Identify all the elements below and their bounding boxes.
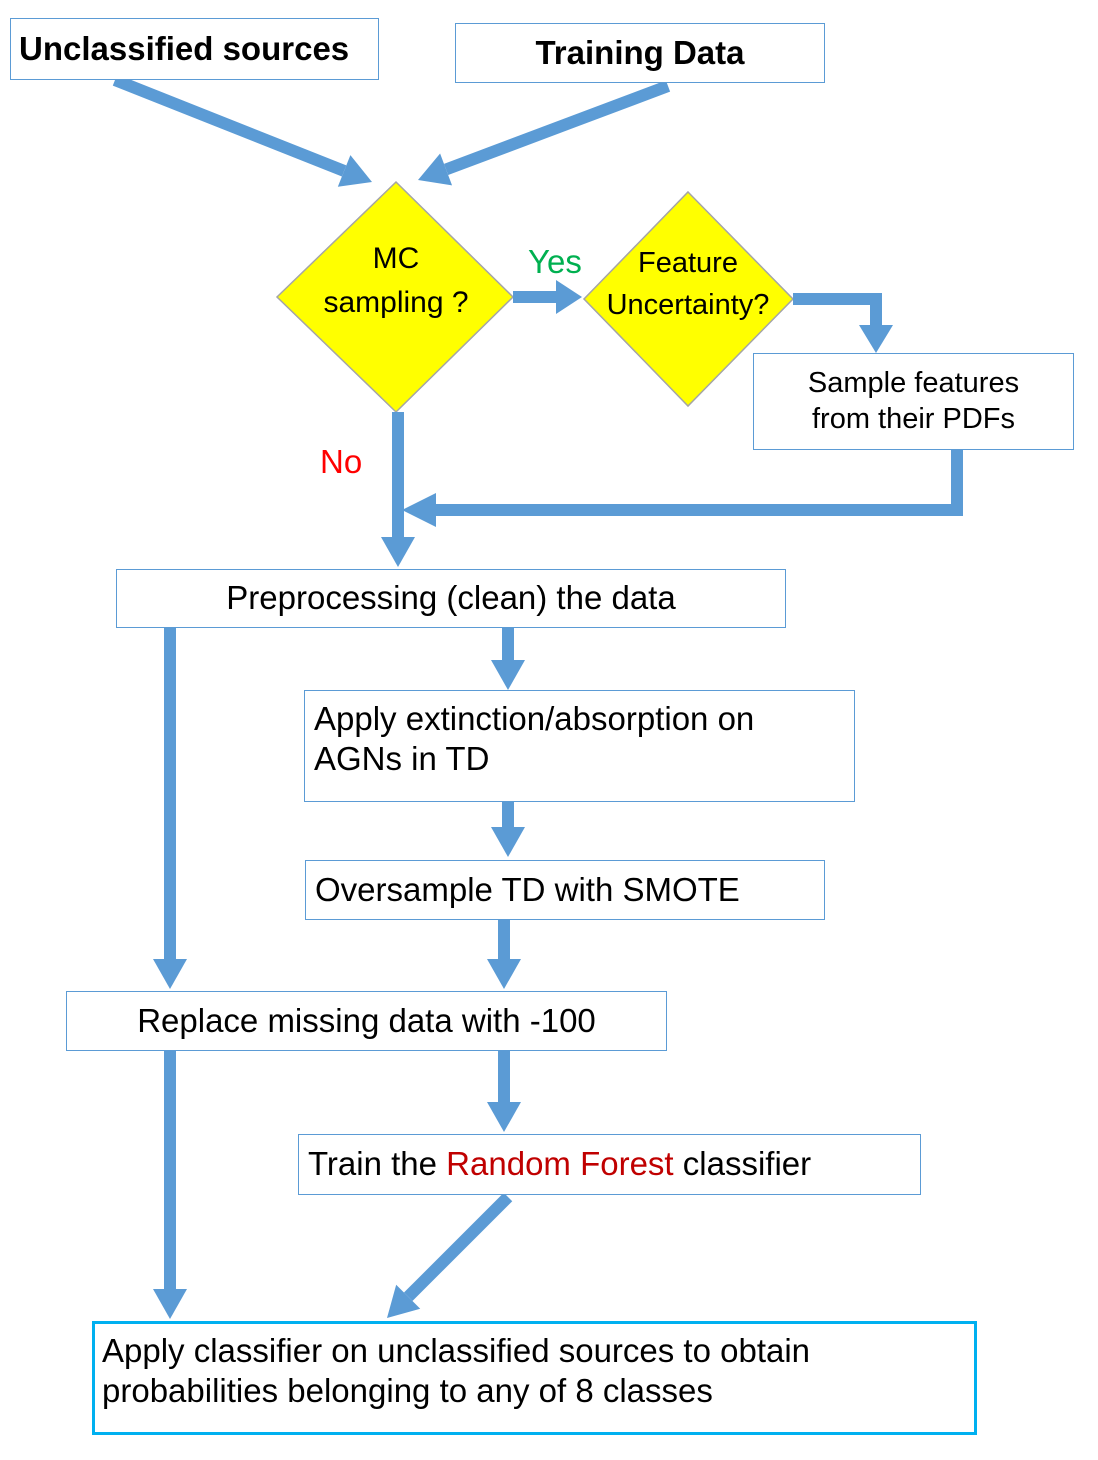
apply-classifier-line-2: probabilities belonging to any of 8 clas… [102,1372,713,1410]
replace-missing-label: Replace missing data with -100 [137,1001,596,1039]
arrow-unclassified-to-mc-head [337,155,372,187]
random-forest-highlight: Random Forest [446,1145,674,1183]
mc-sampling-text: MC sampling ? [296,237,496,324]
oversample-label: Oversample TD with SMOTE [315,870,740,908]
extinction-box: Apply extinction/absorption on AGNs in T… [304,690,855,802]
arrow-preprocess-to-replace-head [153,959,187,989]
arrow-train-to-apply-shaft [403,1192,513,1302]
arrow-yes-head [556,280,582,314]
feature-uncertainty-line-1: Feature [638,247,738,279]
preprocessing-box: Preprocessing (clean) the data [116,569,786,628]
arrow-feature-to-sample-shaft [793,293,882,325]
unclassified-sources-label: Unclassified sources [19,29,350,67]
arrow-unclassified-to-mc-shaft [112,74,347,177]
mc-sampling-line-2: sampling ? [323,285,469,319]
training-data-box: Training Data [455,23,825,83]
arrow-extinction-to-oversample-head [491,827,525,857]
yes-label: Yes [528,243,582,280]
arrow-train-to-apply-head [387,1284,421,1318]
arrow-preprocess-to-extinction-head [491,660,525,690]
apply-classifier-line-1: Apply classifier on unclassified sources… [102,1332,811,1369]
sample-features-box: Sample features from their PDFs [753,353,1074,450]
train-random-forest-box: Train the Random Forest classifier [298,1134,921,1195]
arrow-replace-to-train-head [487,1102,521,1132]
oversample-box: Oversample TD with SMOTE [305,860,825,920]
arrow-group [112,74,963,1319]
feature-uncertainty-line-2: Uncertainty? [606,289,770,322]
arrow-sample-to-merge-shaft [436,450,963,516]
arrow-feature-to-sample-head [859,325,893,353]
arrow-oversample-to-replace-head [487,959,521,989]
arrow-training-to-mc-head [418,153,453,186]
arrow-replace-to-apply-head [153,1289,187,1319]
arrow-sample-to-merge-head [402,493,436,527]
replace-missing-box: Replace missing data with -100 [66,991,667,1051]
arrow-training-to-mc-shaft [443,80,671,176]
arrow-no-to-preprocess-head [381,537,415,567]
train-prefix: Train the [308,1145,447,1183]
sample-features-line-1: Sample features [807,367,1020,400]
sample-features-line-2: from their PDFs [811,402,1016,435]
feature-uncertainty-diamond [582,190,795,408]
mc-sampling-line-1: MC [372,242,420,275]
extinction-line-2: AGNs in TD [314,740,490,778]
extinction-line-1: Apply extinction/absorption on [314,700,755,737]
apply-classifier-box: Apply classifier on unclassified sources… [92,1321,977,1435]
no-label: No [320,443,363,480]
unclassified-sources-box: Unclassified sources [10,18,379,80]
feature-uncertainty-text: Feature Uncertainty? [583,242,793,326]
preprocessing-label: Preprocessing (clean) the data [226,579,676,617]
train-suffix: classifier [673,1145,812,1183]
training-data-label: Training Data [535,33,745,71]
